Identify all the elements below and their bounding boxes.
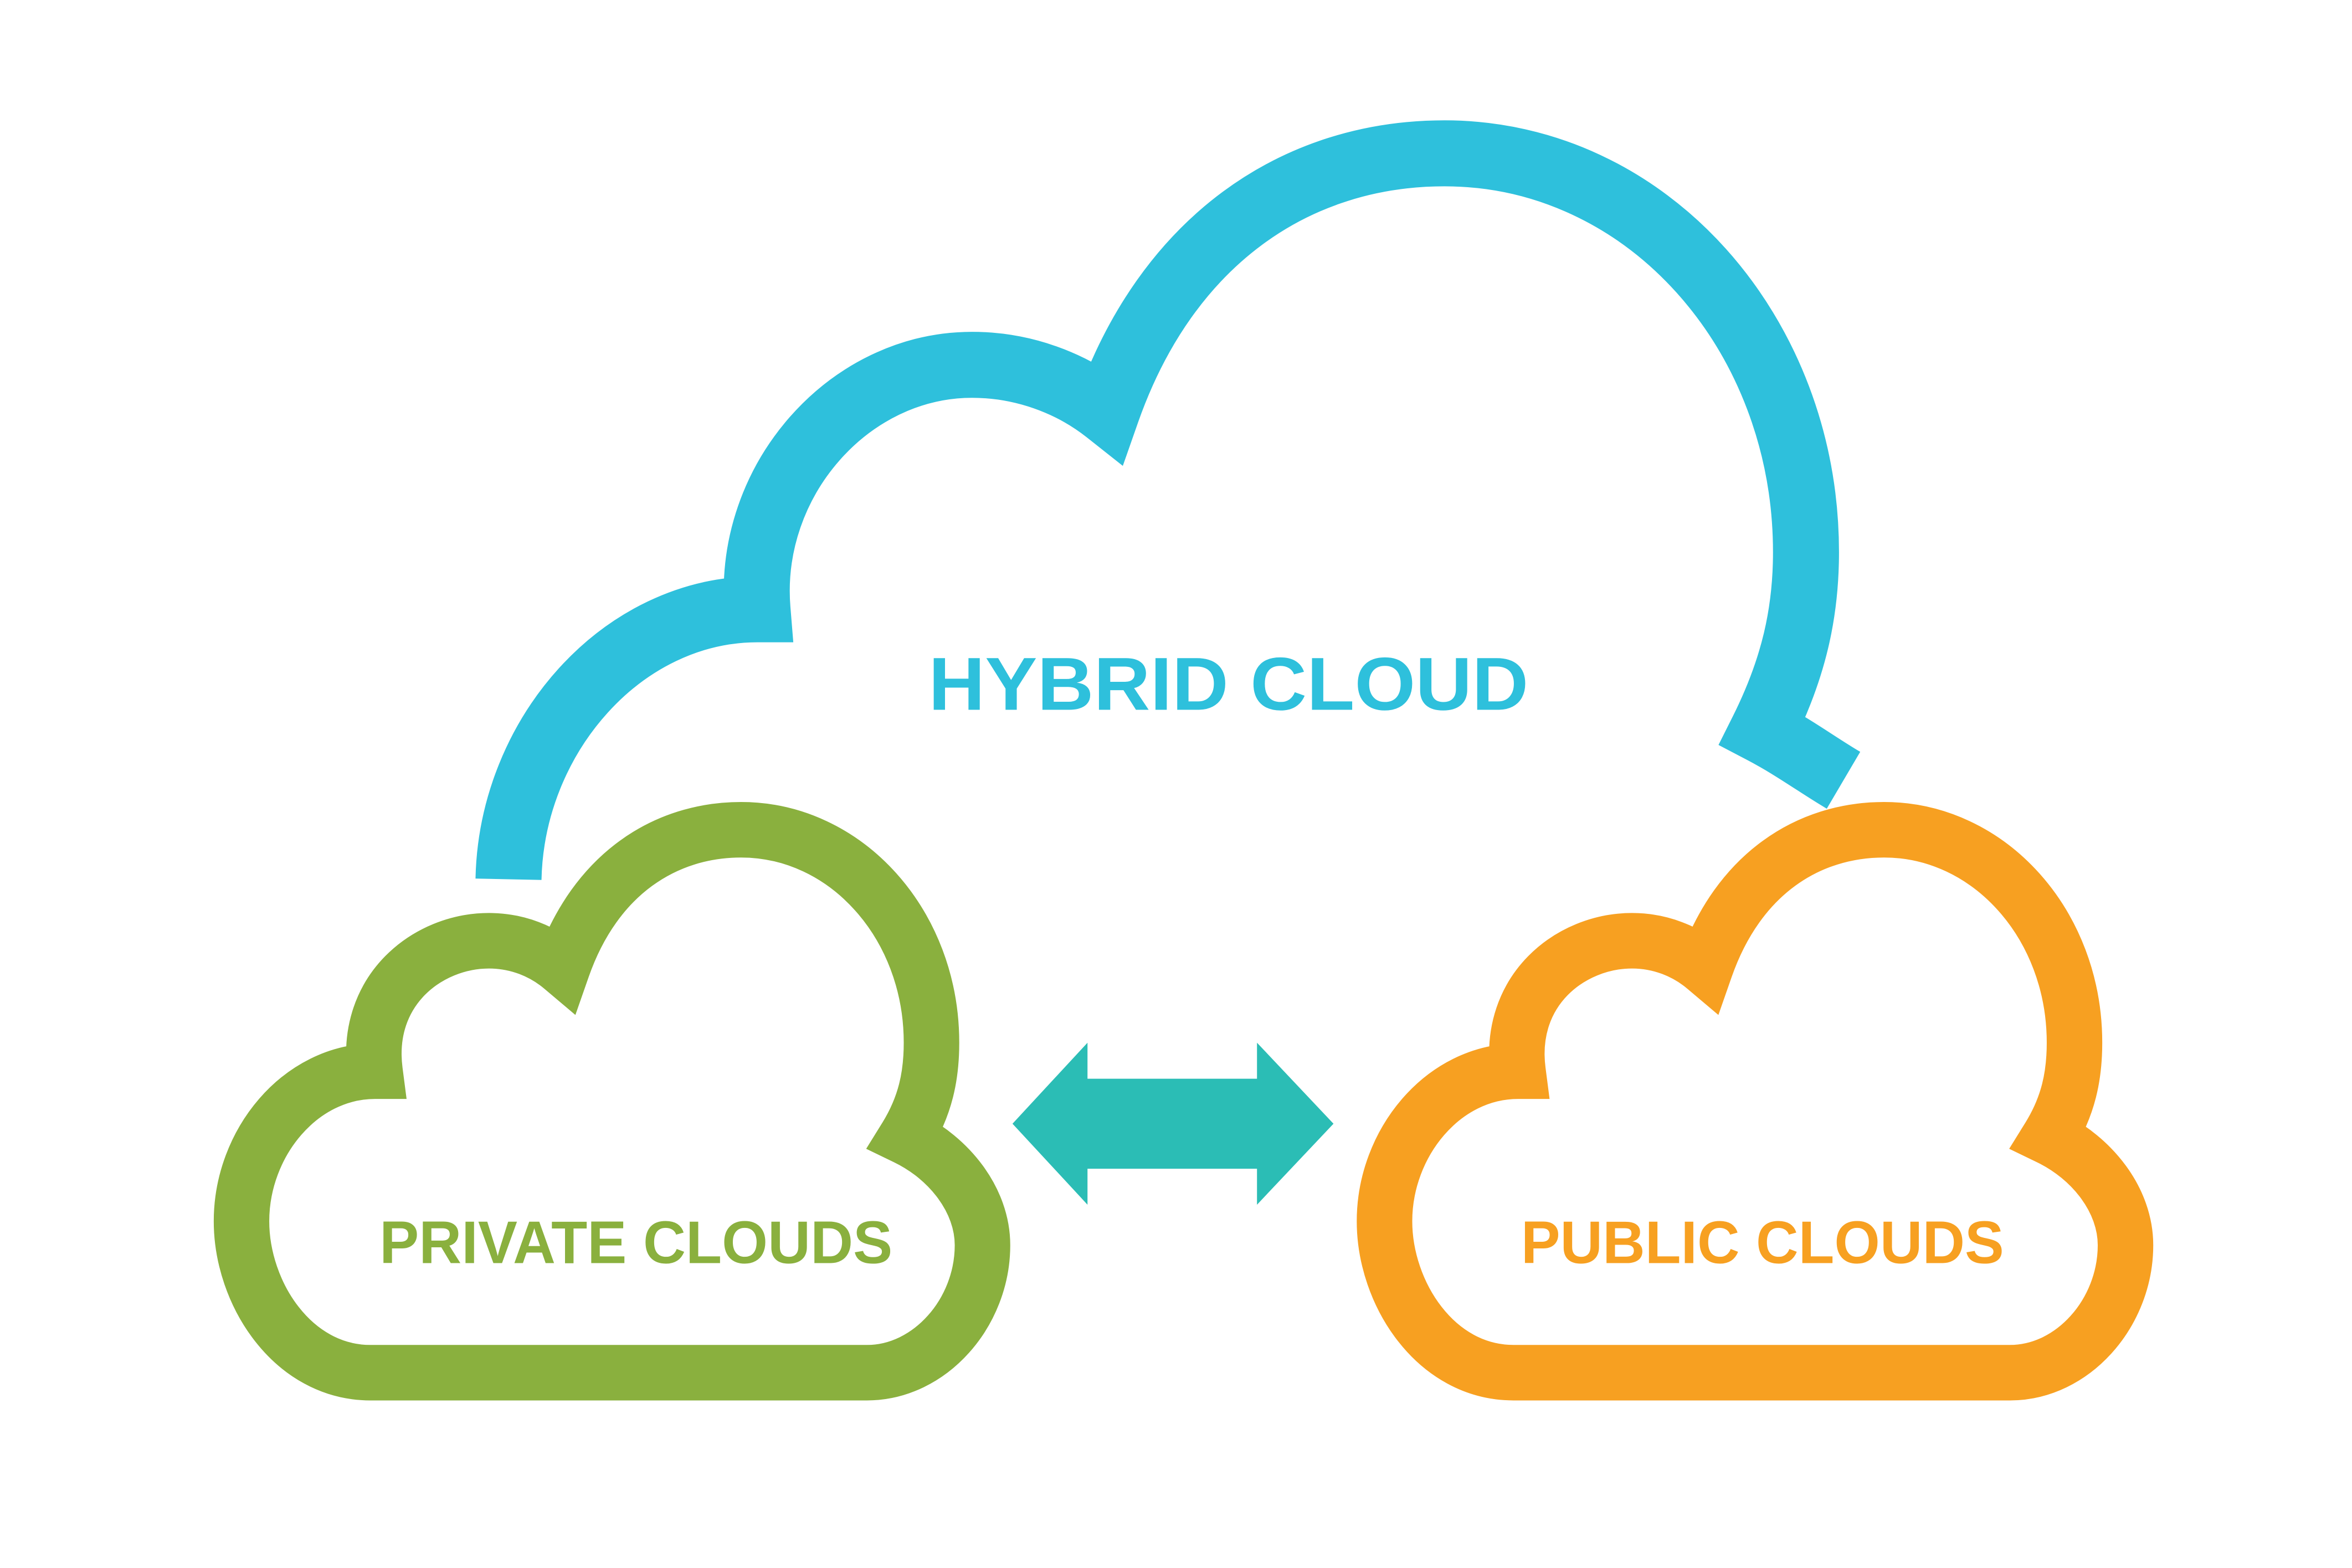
- hybrid-cloud: HYBRID CLOUD: [475, 120, 1861, 881]
- private-cloud-outline: [213, 801, 1010, 1401]
- public-cloud-label: PUBLIC CLOUDS: [1521, 1209, 2004, 1276]
- public-cloud-outline: [1357, 801, 2154, 1401]
- double-arrow-icon: [1012, 1042, 1334, 1205]
- public-cloud: PUBLIC CLOUDS: [1357, 801, 2154, 1401]
- private-cloud: PRIVATE CLOUDS: [213, 801, 1010, 1401]
- hybrid-cloud-outline: [475, 120, 1861, 881]
- private-cloud-label: PRIVATE CLOUDS: [379, 1209, 892, 1276]
- hybrid-cloud-label: HYBRID CLOUD: [928, 641, 1528, 726]
